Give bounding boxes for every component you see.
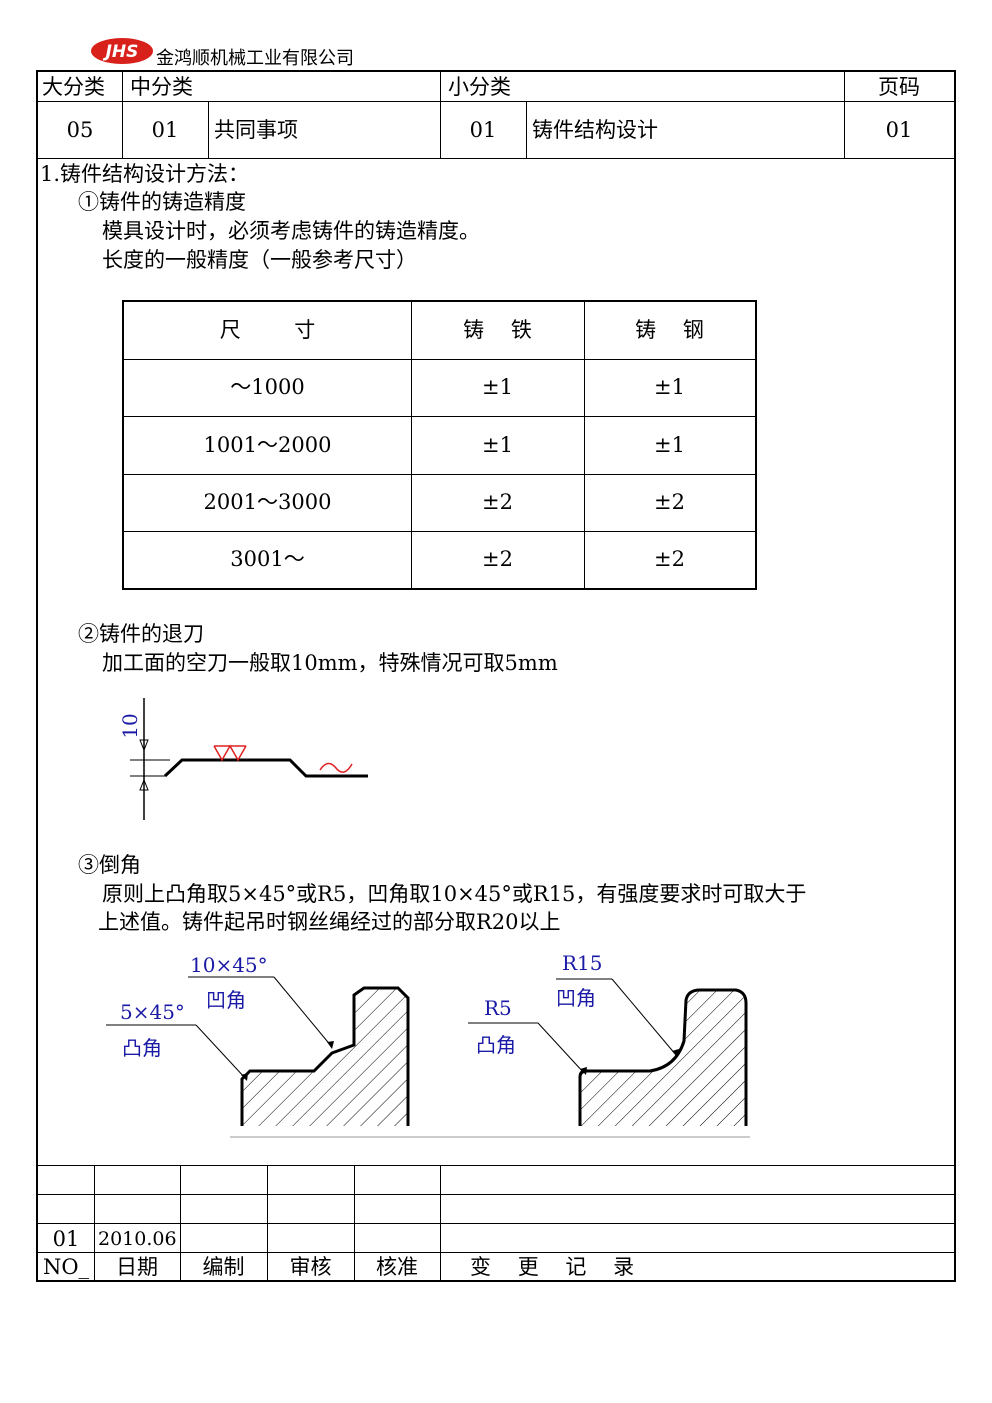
td-r1-steel: ±1 bbox=[654, 433, 685, 457]
relief-diagram: 10 bbox=[118, 698, 368, 820]
td-r2-iron: ±2 bbox=[482, 490, 513, 514]
record-date: 2010.06 bbox=[98, 1228, 177, 1250]
section-title: 1.铸件结构设计方法： bbox=[40, 162, 250, 186]
s1-line1: 模具设计时，必须考虑铸件的铸造精度。 bbox=[102, 219, 480, 243]
major-value: 05 bbox=[66, 118, 94, 142]
middle-code: 01 bbox=[151, 118, 179, 142]
td-r0-iron: ±1 bbox=[482, 375, 513, 399]
left-bottom-label: 5×45° bbox=[120, 1000, 185, 1024]
th-size: 尺 寸 bbox=[219, 318, 316, 342]
s1-line2: 长度的一般精度（一般参考尺寸） bbox=[102, 248, 417, 272]
td-r2-size: 2001～3000 bbox=[203, 490, 332, 514]
page-value: 01 bbox=[885, 118, 913, 142]
right-top-sub: 凹角 bbox=[556, 986, 596, 1010]
s2-line1: 加工面的空刀一般取10mm，特殊情况可取5mm bbox=[102, 651, 558, 675]
header-page-label: 页码 bbox=[878, 75, 920, 99]
header-middle-label: 中分类 bbox=[130, 75, 193, 99]
td-r3-iron: ±2 bbox=[482, 547, 513, 571]
precision-table: 尺 寸 铸 铁 铸 钢 ～1000 ±1 ±1 1001～2000 ±1 ±1 … bbox=[122, 300, 757, 590]
document-frame: 大分类 中分类 小分类 页码 05 01 共同事项 01 铸件结构设计 01 0… bbox=[36, 70, 956, 1282]
right-bottom-label: R5 bbox=[484, 996, 512, 1020]
company-logo: JHS bbox=[91, 38, 153, 64]
td-r3-steel: ±2 bbox=[654, 547, 685, 571]
s2-title: ②铸件的退刀 bbox=[78, 622, 204, 646]
footer-date-label: 日期 bbox=[116, 1255, 158, 1279]
left-top-sub: 凹角 bbox=[206, 988, 246, 1012]
th-cast-iron: 铸 铁 bbox=[463, 318, 532, 342]
footer-approve-label: 核准 bbox=[376, 1255, 418, 1279]
s3-line2: 上述值。铸件起吊时钢丝绳经过的部分取R20以上 bbox=[98, 910, 561, 934]
right-bottom-sub: 凸角 bbox=[476, 1033, 516, 1057]
td-r0-steel: ±1 bbox=[654, 375, 685, 399]
footer-change-record: 变 更 记 录 bbox=[470, 1255, 635, 1279]
td-r0-size: ～1000 bbox=[230, 375, 305, 399]
header-major-label: 大分类 bbox=[42, 75, 105, 99]
footer-no-label: NO_ bbox=[42, 1255, 90, 1279]
record-no: 01 bbox=[52, 1227, 80, 1251]
left-top-label: 10×45° bbox=[190, 953, 268, 977]
td-r1-size: 1001～2000 bbox=[203, 433, 332, 457]
logo-text: JHS bbox=[103, 42, 139, 62]
td-r1-iron: ±1 bbox=[482, 433, 513, 457]
company-name: 金鸿顺机械工业有限公司 bbox=[156, 48, 354, 69]
td-r3-size: 3001～ bbox=[230, 547, 305, 571]
th-cast-steel: 铸 钢 bbox=[635, 318, 704, 342]
s3-title: ③倒角 bbox=[78, 853, 141, 877]
chamfer-diagram: 10×45° 凹角 5×45° 凸角 R15 凹角 R5 凸角 bbox=[106, 951, 750, 1138]
td-r2-steel: ±2 bbox=[654, 490, 685, 514]
s1-title: ①铸件的铸造精度 bbox=[78, 190, 246, 214]
footer-review-label: 审核 bbox=[289, 1255, 332, 1279]
s3-line1: 原则上凸角取5×45°或R5，凹角取10×45°或R15，有强度要求时可取大于 bbox=[102, 882, 807, 906]
middle-name: 共同事项 bbox=[214, 118, 298, 142]
header-minor-label: 小分类 bbox=[448, 75, 511, 99]
right-top-label: R15 bbox=[562, 951, 603, 975]
minor-code: 01 bbox=[469, 118, 497, 142]
minor-name: 铸件结构设计 bbox=[532, 118, 658, 142]
footer-author-label: 编制 bbox=[202, 1255, 245, 1279]
relief-dim-label: 10 bbox=[118, 713, 142, 738]
left-bottom-sub: 凸角 bbox=[122, 1036, 162, 1060]
